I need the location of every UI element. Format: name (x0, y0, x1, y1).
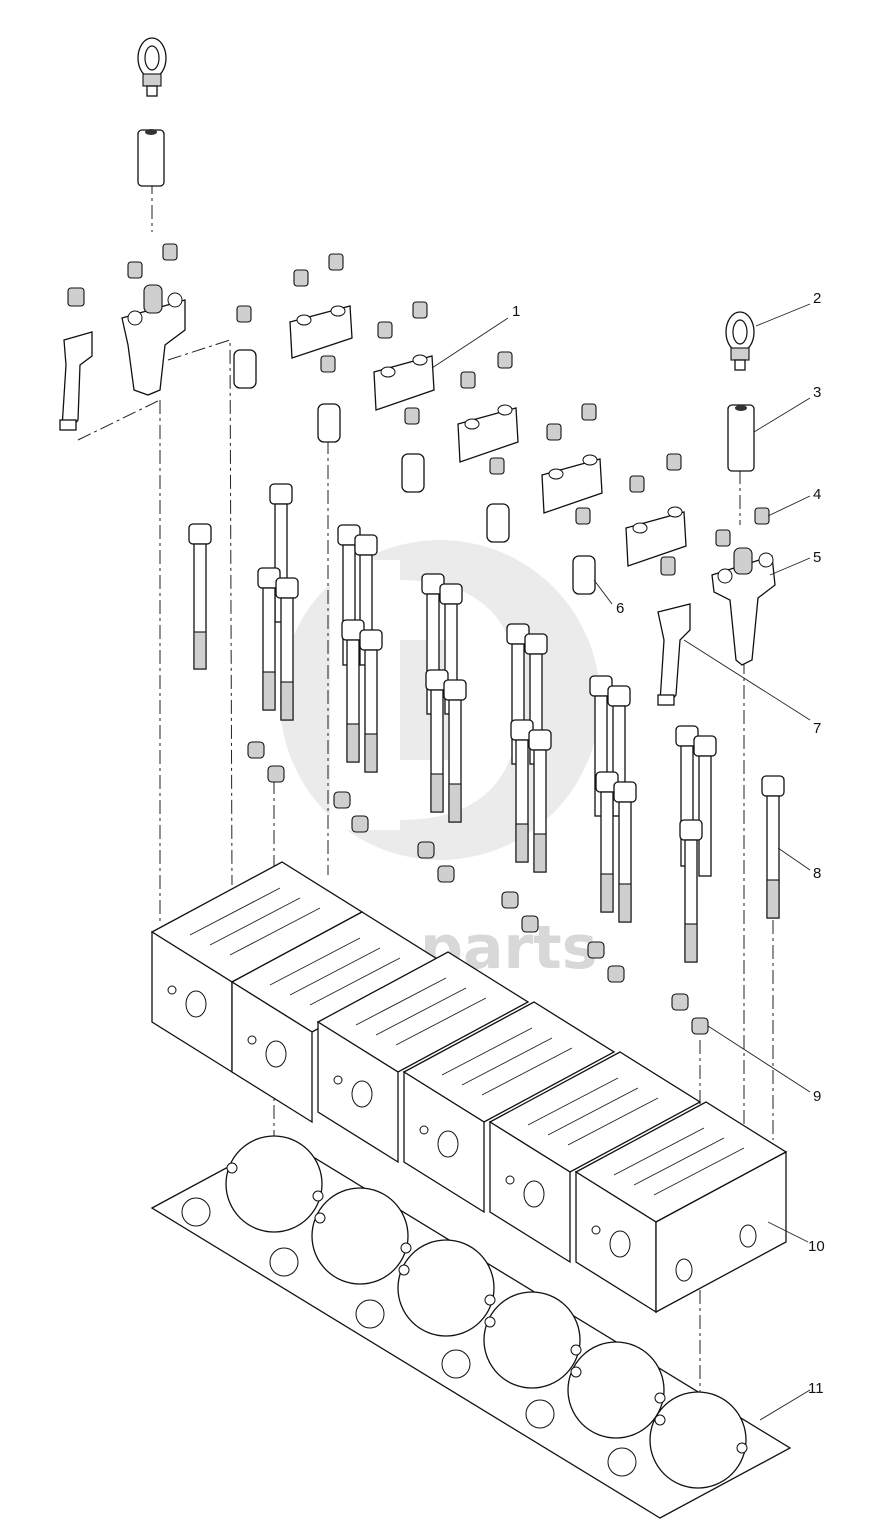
bolt (341, 619, 365, 763)
lifting-eye-left (137, 37, 167, 97)
bolt (693, 735, 717, 877)
callout-9: 9 (813, 1088, 821, 1105)
lifting-bracket-right (711, 507, 776, 666)
callout-1: 1 (512, 303, 520, 320)
bearing-cap (457, 351, 519, 463)
callout-2: 2 (813, 290, 821, 307)
callout-labels: 1 2 3 4 5 6 7 8 9 10 11 (512, 290, 825, 1397)
cylinder-head (316, 951, 530, 1164)
bolt (679, 819, 703, 963)
bolt (257, 567, 281, 711)
callout-4: 4 (813, 486, 821, 503)
cylinder-head (150, 861, 364, 1074)
cylinder-head (402, 1001, 616, 1214)
bearing-caps (289, 253, 687, 567)
rocker-guide-right (657, 556, 691, 706)
callout-8: 8 (813, 865, 821, 882)
bolt (528, 729, 552, 873)
cylinder-head-bolts (188, 483, 785, 963)
bearing-cap (373, 301, 435, 411)
bolt (443, 679, 467, 823)
valve-stem-seals (247, 741, 709, 1035)
callout-11: 11 (808, 1380, 824, 1397)
spacer-sleeve-left (137, 129, 165, 187)
cylinder-heads (150, 861, 788, 1314)
bolt (510, 719, 534, 863)
bolt (761, 775, 785, 919)
leader-lines (431, 303, 811, 1421)
bolt (359, 629, 383, 773)
spacer-sleeve-right (727, 404, 755, 472)
bearing-cap (541, 403, 603, 514)
bolt (188, 523, 212, 670)
bearing-cap (289, 253, 353, 359)
callout-10: 10 (808, 1238, 825, 1255)
cylinder-head (574, 1101, 788, 1314)
callout-5: 5 (813, 549, 821, 566)
lifting-bracket-left (121, 243, 186, 396)
bolt (595, 771, 619, 913)
cylinder-head (488, 1051, 702, 1264)
head-gasket (150, 1135, 792, 1519)
sleeves (233, 305, 596, 595)
rocker-bracket-left (59, 287, 93, 431)
bearing-cap (625, 453, 687, 567)
callout-7: 7 (813, 720, 821, 737)
callout-3: 3 (813, 384, 821, 401)
lifting-eye-right (725, 311, 755, 371)
bolt (613, 781, 637, 923)
callout-6: 6 (616, 600, 624, 617)
bolt (275, 577, 299, 721)
